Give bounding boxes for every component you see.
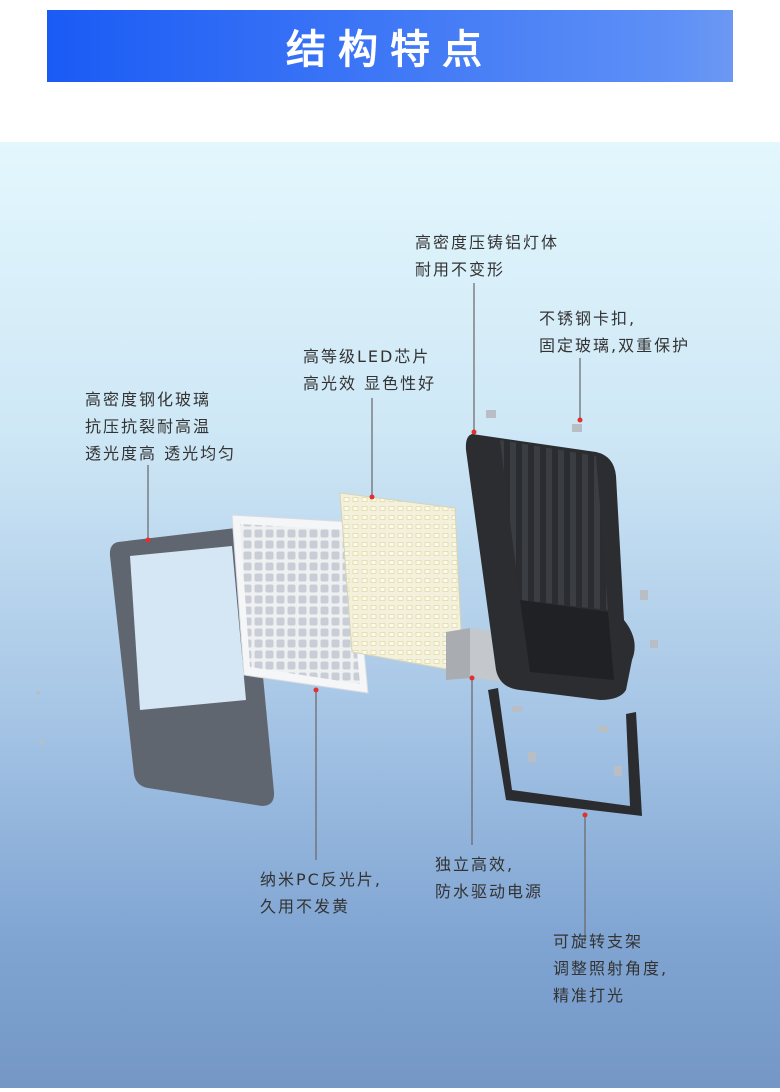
callout-line: 精准打光 xyxy=(553,986,626,1005)
callout-line: 不锈钢卡扣, xyxy=(539,309,637,328)
callout-line: 防水驱动电源 xyxy=(435,882,544,901)
callout-line: 久用不发黄 xyxy=(260,897,351,916)
page-title: 结构特点 xyxy=(286,27,494,73)
rotating-bracket xyxy=(488,688,642,816)
callout-led: 高等级LED芯片 高光效 显色性好 xyxy=(303,343,436,397)
title-banner: 结构特点 xyxy=(47,10,733,82)
callout-line: 高光效 显色性好 xyxy=(303,374,437,393)
pointer-dots xyxy=(145,417,588,818)
callout-bracket: 可旋转支架 调整照射角度, 精准打光 xyxy=(553,928,668,1009)
callout-line: 高密度钢化玻璃 xyxy=(85,390,212,409)
callout-line: 固定玻璃,双重保护 xyxy=(539,336,691,355)
callout-housing: 高密度压铸铝灯体 耐用不变形 xyxy=(415,229,559,283)
callout-line: 调整照射角度, xyxy=(553,959,669,978)
callout-clip: 不锈钢卡扣, 固定玻璃,双重保护 xyxy=(539,305,690,359)
clips-and-screws xyxy=(36,410,658,776)
callout-driver: 独立高效, 防水驱动电源 xyxy=(435,851,543,905)
callout-line: 耐用不变形 xyxy=(415,260,506,279)
callout-line: 独立高效, xyxy=(435,855,515,874)
callout-line: 透光度高 透光均匀 xyxy=(85,444,237,463)
callout-line: 纳米PC反光片, xyxy=(260,870,382,889)
aluminum-housing xyxy=(465,434,635,700)
pc-reflector xyxy=(231,514,369,694)
callout-line: 高密度压铸铝灯体 xyxy=(415,233,560,252)
callout-reflector: 纳米PC反光片, 久用不发黄 xyxy=(260,866,382,920)
pointer-lines xyxy=(147,283,586,940)
callout-line: 可旋转支架 xyxy=(553,932,644,951)
callout-line: 抗压抗裂耐高温 xyxy=(85,417,212,436)
callout-line: 高等级LED芯片 xyxy=(303,347,431,366)
tempered-glass-frame xyxy=(109,528,275,806)
callout-glass: 高密度钢化玻璃 抗压抗裂耐高温 透光度高 透光均匀 xyxy=(85,386,236,467)
led-board xyxy=(339,492,464,673)
